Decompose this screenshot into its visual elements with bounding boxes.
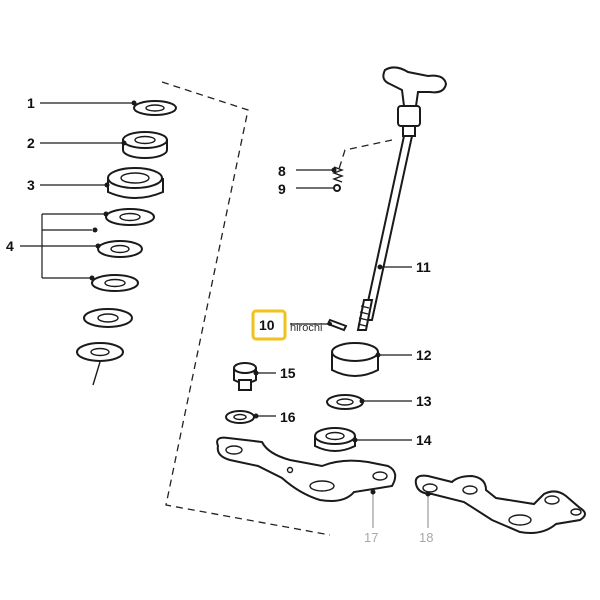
part-4-ball — [92, 227, 98, 233]
part-4-washer-c — [91, 274, 139, 292]
part-11-steering-stem — [356, 66, 448, 331]
label-2: 2 — [27, 135, 35, 151]
leader-lines — [20, 100, 431, 528]
label-3: 3 — [27, 177, 35, 193]
label-10-highlight — [251, 309, 287, 341]
label-11: 11 — [416, 259, 431, 275]
label-15: 15 — [280, 365, 296, 381]
label-1: 1 — [27, 95, 35, 111]
label-12: 12 — [416, 347, 432, 363]
part-2-nut — [122, 131, 168, 159]
label-4: 4 — [6, 238, 14, 254]
watermark-text: hirochi — [290, 322, 322, 334]
part-18-lower-bracket-alt — [414, 474, 586, 534]
stack-axis-line — [92, 361, 101, 386]
part-4-washer-b — [97, 240, 143, 258]
part-12-bearing — [331, 342, 379, 377]
washer-lower-b — [76, 342, 124, 362]
label-17: 17 — [364, 530, 378, 545]
label-14: 14 — [416, 432, 432, 448]
part-1-washer — [133, 100, 177, 116]
label-8: 8 — [278, 163, 286, 179]
part-4-washer-a — [105, 208, 155, 226]
washer-lower-a — [83, 308, 133, 328]
label-10: 10 — [259, 317, 275, 333]
label-9: 9 — [278, 181, 286, 197]
part-13-washer — [326, 394, 364, 410]
label-16: 16 — [280, 409, 296, 425]
part-10-pin — [326, 318, 348, 332]
part-3-bearing — [107, 167, 164, 199]
part-17-lower-bracket — [216, 436, 397, 502]
part-16-washer — [225, 410, 255, 424]
label-18: 18 — [419, 530, 433, 545]
assembly-guide-dashed — [161, 81, 331, 536]
part-8-spring — [332, 166, 344, 183]
label-13: 13 — [416, 393, 432, 409]
part-15-bolt — [233, 362, 257, 391]
stem-guide-dashed — [337, 139, 393, 173]
part-9-ball — [333, 184, 341, 192]
part-14-bearing-race — [314, 427, 356, 452]
